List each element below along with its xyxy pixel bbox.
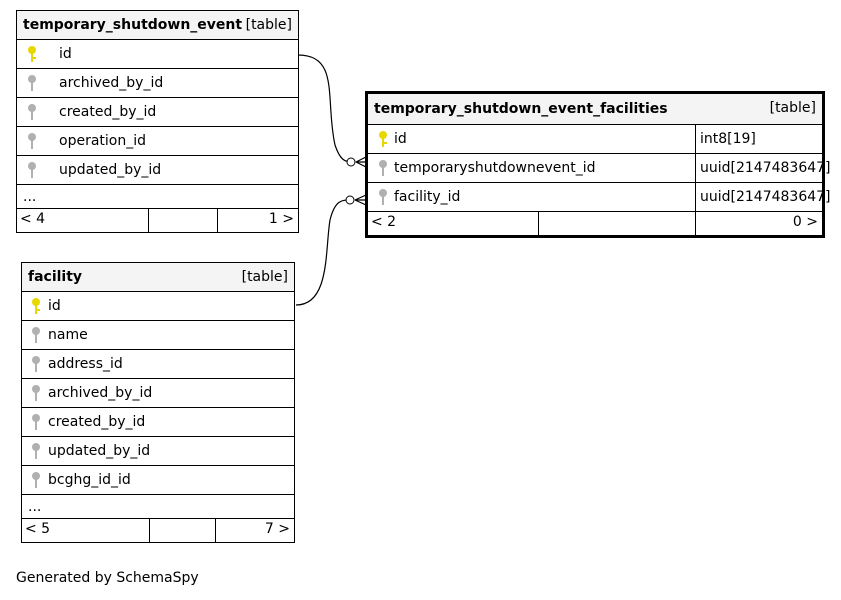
table-kind: [table] <box>769 100 816 116</box>
primary-key-icon <box>32 298 40 314</box>
column-row[interactable]: address_id <box>22 350 294 379</box>
table-kind: [table] <box>245 17 292 33</box>
generated-by-note: Generated by SchemaSpy <box>16 570 199 586</box>
foreign-key-icon <box>32 443 40 459</box>
foreign-key-icon <box>32 472 40 488</box>
column-row[interactable]: archived_by_id <box>22 379 294 408</box>
child-count: 0 > <box>792 214 818 230</box>
foreign-key-icon <box>32 327 40 343</box>
column-row[interactable]: updated_by_id <box>17 156 298 185</box>
link-tse-crowfoot <box>355 156 367 168</box>
table-footer: < 4 1 > <box>17 209 298 232</box>
column-name: bcghg_id_id <box>48 472 131 488</box>
column-name: archived_by_id <box>59 75 164 91</box>
link-tse-to-tsef <box>297 54 353 163</box>
column-type: uuid[2147483647] <box>695 154 831 182</box>
table-header[interactable]: temporary_shutdown_event_facilities [tab… <box>368 94 822 125</box>
column-row[interactable]: created_by_id <box>17 98 298 127</box>
more-indicator: ... <box>23 188 37 205</box>
column-row[interactable]: id int8[19] <box>368 125 822 154</box>
column-name: id <box>59 46 72 62</box>
link-facility-optional-marker <box>345 195 355 205</box>
foreign-key-icon <box>28 75 36 91</box>
table-header[interactable]: temporary_shutdown_event [table] <box>17 11 298 40</box>
column-name: created_by_id <box>59 104 157 120</box>
table-name: temporary_shutdown_event <box>23 17 243 33</box>
foreign-key-icon <box>379 189 387 205</box>
column-row[interactable]: id <box>22 292 294 321</box>
footer-spacer <box>148 209 218 232</box>
column-row[interactable]: bcghg_id_id <box>22 466 294 495</box>
more-columns[interactable]: ... <box>22 495 294 519</box>
foreign-key-icon <box>32 414 40 430</box>
more-indicator: ... <box>28 498 42 515</box>
primary-key-icon <box>28 46 36 62</box>
link-tse-optional-marker <box>346 157 356 167</box>
table-footer: < 2 0 > <box>368 212 822 235</box>
column-name: archived_by_id <box>48 385 153 401</box>
child-count: 1 > <box>268 211 294 227</box>
table-name: temporary_shutdown_event_facilities <box>374 101 668 117</box>
column-name: temporaryshutdownevent_id <box>394 160 596 176</box>
child-count: 7 > <box>264 521 290 537</box>
column-row[interactable]: name <box>22 321 294 350</box>
column-name: facility_id <box>394 189 461 205</box>
table-kind: [table] <box>241 269 288 285</box>
column-type: int8[19] <box>695 125 756 153</box>
link-facility-to-tsef <box>295 199 351 306</box>
column-row[interactable]: temporaryshutdownevent_id uuid[214748364… <box>368 154 831 183</box>
column-type: uuid[2147483647] <box>695 183 831 211</box>
foreign-key-icon <box>32 385 40 401</box>
foreign-key-icon <box>28 133 36 149</box>
foreign-key-icon <box>32 356 40 372</box>
more-columns[interactable]: ... <box>17 185 298 209</box>
column-name: updated_by_id <box>59 162 162 178</box>
table-temporary-shutdown-event[interactable]: temporary_shutdown_event [table] id arch… <box>16 10 299 233</box>
link-facility-crowfoot <box>354 194 367 206</box>
table-temporary-shutdown-event-facilities[interactable]: temporary_shutdown_event_facilities [tab… <box>365 91 831 238</box>
column-row[interactable]: id <box>17 40 298 69</box>
column-row[interactable]: archived_by_id <box>17 69 298 98</box>
table-footer: < 5 7 > <box>22 519 294 542</box>
column-name: operation_id <box>59 133 146 149</box>
column-row[interactable]: created_by_id <box>22 408 294 437</box>
column-name: id <box>48 298 61 314</box>
column-name: id <box>394 131 407 147</box>
column-name: name <box>48 327 88 343</box>
column-name: created_by_id <box>48 414 146 430</box>
parent-count: < 2 <box>371 214 397 230</box>
primary-key-icon <box>379 131 387 147</box>
parent-count: < 4 <box>20 211 46 227</box>
foreign-key-icon <box>28 162 36 178</box>
table-name: facility <box>28 269 83 285</box>
column-row[interactable]: operation_id <box>17 127 298 156</box>
table-facility[interactable]: facility [table] id name address_id arch… <box>21 262 295 543</box>
column-row[interactable]: facility_id uuid[2147483647] <box>368 183 831 212</box>
table-header[interactable]: facility [table] <box>22 263 294 292</box>
footer-spacer <box>149 519 216 542</box>
column-name: address_id <box>48 356 123 372</box>
column-name: updated_by_id <box>48 443 151 459</box>
foreign-key-icon <box>28 104 36 120</box>
foreign-key-icon <box>379 160 387 176</box>
column-row[interactable]: updated_by_id <box>22 437 294 466</box>
footer-spacer <box>538 212 696 235</box>
parent-count: < 5 <box>25 521 51 537</box>
